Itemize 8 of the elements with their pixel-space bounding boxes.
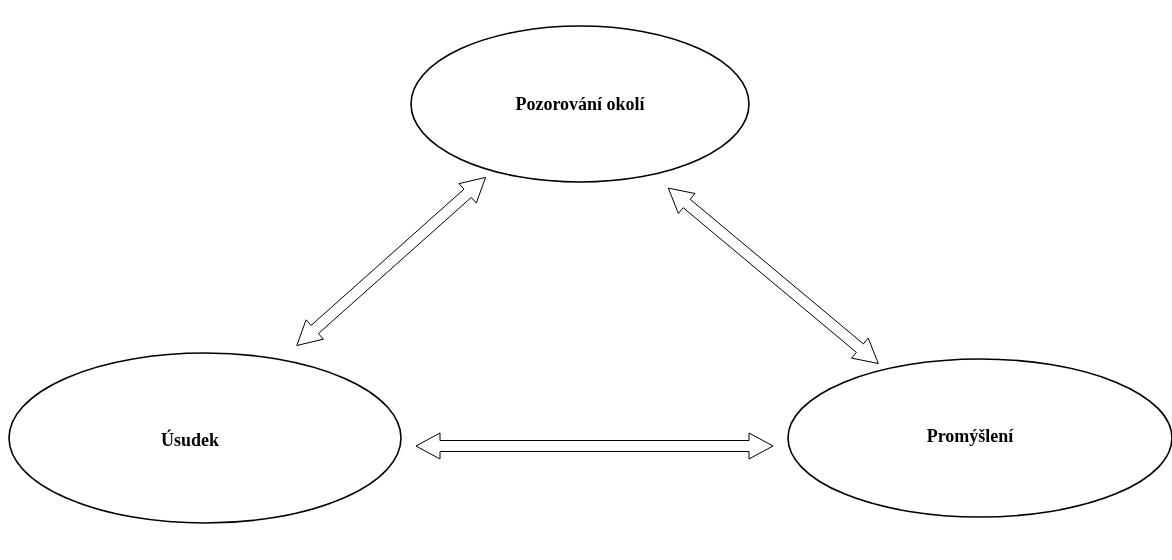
node-label: Promýšlení xyxy=(926,425,1014,447)
ellipse-node xyxy=(8,352,402,524)
double-arrow xyxy=(667,187,879,364)
node-label: Pozorování okolí xyxy=(515,93,645,115)
double-arrow xyxy=(296,176,487,346)
ellipse-node xyxy=(410,25,750,183)
double-arrow xyxy=(415,432,774,460)
node-label: Úsudek xyxy=(161,429,219,451)
